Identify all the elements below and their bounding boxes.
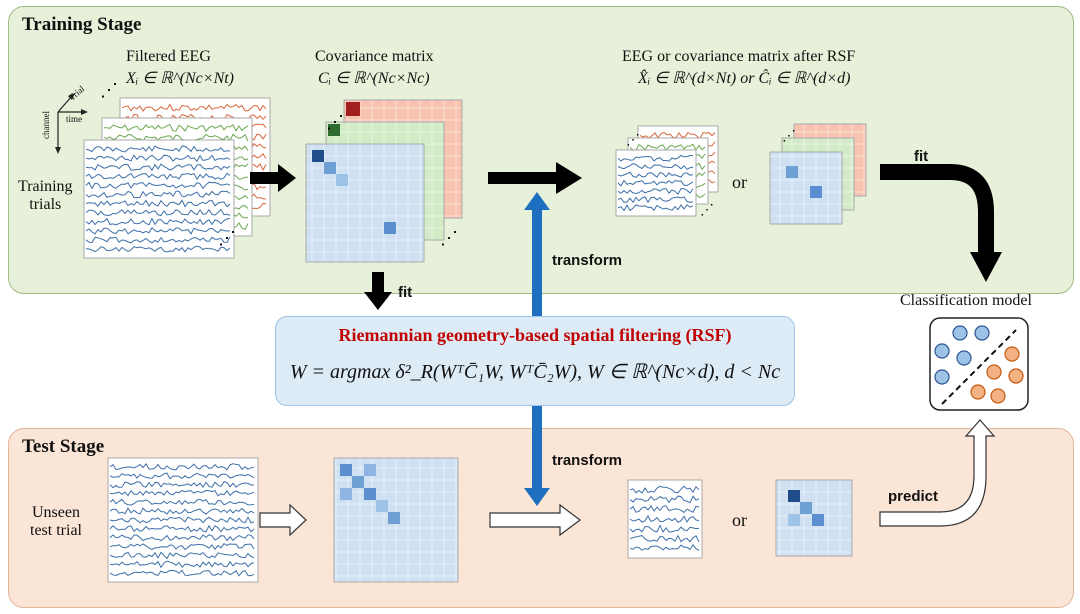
training-stage-title: Training Stage xyxy=(22,14,142,35)
transform-label-bottom: transform xyxy=(552,452,623,469)
after-rsf-label: EEG or covariance matrix after RSF xyxy=(622,48,856,65)
predict-arrow xyxy=(879,419,996,527)
covariance-test-after-rsf xyxy=(775,479,853,557)
eeg-stack-after-rsf: ⋰ ⋰ xyxy=(615,125,719,218)
covariance-math: Cᵢ ∈ ℝ^(Nc×Nc) xyxy=(318,70,430,87)
rsf-title: Riemannian geometry-based spatial filter… xyxy=(338,325,732,345)
transform-label-top: transform xyxy=(552,252,623,269)
svg-text:⋰: ⋰ xyxy=(440,228,458,248)
axis-time-label: time xyxy=(66,114,82,124)
after-rsf-math: X̂ᵢ ∈ ℝ^(d×Nt) or Ĉᵢ ∈ ℝ^(d×d) xyxy=(638,70,851,87)
covariance-stack-after-rsf: ⋰ xyxy=(769,123,867,225)
hollow-arrow-1 xyxy=(259,503,307,537)
or-label-test: or xyxy=(732,510,747,530)
covariance-stack-training: ⋰ ⋰ xyxy=(305,99,463,263)
transform-arrow-down xyxy=(524,406,550,506)
filtered-eeg-math: Xᵢ ∈ ℝ^(Nc×Nt) xyxy=(126,70,235,87)
rsf-equation: W = argmax δ²_R(WᵀC̄₁W, WᵀC̄₂W), W ∈ ℝ^(… xyxy=(289,361,781,383)
svg-text:⋰: ⋰ xyxy=(626,133,640,148)
unseen-test-trial-label: Unseen test trial xyxy=(30,504,82,539)
fit-arrow-to-classifier xyxy=(880,164,1002,282)
eeg-stack-training: ⋰ ⋰ xyxy=(83,80,271,259)
eeg-test-trial xyxy=(107,457,259,583)
hollow-arrow-2 xyxy=(489,503,581,537)
svg-text:⋰: ⋰ xyxy=(218,228,236,248)
axes-triad-icon xyxy=(55,93,88,154)
arrow-eeg-to-cov xyxy=(250,164,296,192)
svg-text:⋰: ⋰ xyxy=(100,80,118,100)
or-label-training: or xyxy=(732,172,747,192)
filtered-eeg-label: Filtered EEG xyxy=(126,48,211,65)
svg-text:⋰: ⋰ xyxy=(326,112,344,132)
arrow-cov-to-rsf xyxy=(488,162,582,194)
axis-channel-label: channel xyxy=(40,111,51,139)
transform-arrow-up xyxy=(524,192,550,316)
training-trials-label: Training trials xyxy=(18,178,73,213)
fit-arrow-down xyxy=(364,272,392,310)
classification-model-box xyxy=(929,317,1029,411)
classification-model-title: Classification model xyxy=(900,292,1032,309)
eeg-test-after-rsf xyxy=(627,479,703,559)
fit-label-classifier: fit xyxy=(914,148,929,165)
covariance-label: Covariance matrix xyxy=(315,48,434,65)
test-stage-title: Test Stage xyxy=(22,436,105,457)
fit-label-rsf: fit xyxy=(398,284,413,301)
svg-text:⋰: ⋰ xyxy=(782,129,796,144)
rsf-box: Riemannian geometry-based spatial filter… xyxy=(275,316,795,406)
svg-text:⋰: ⋰ xyxy=(700,203,714,218)
predict-label: predict xyxy=(888,488,939,505)
covariance-test xyxy=(333,457,459,583)
